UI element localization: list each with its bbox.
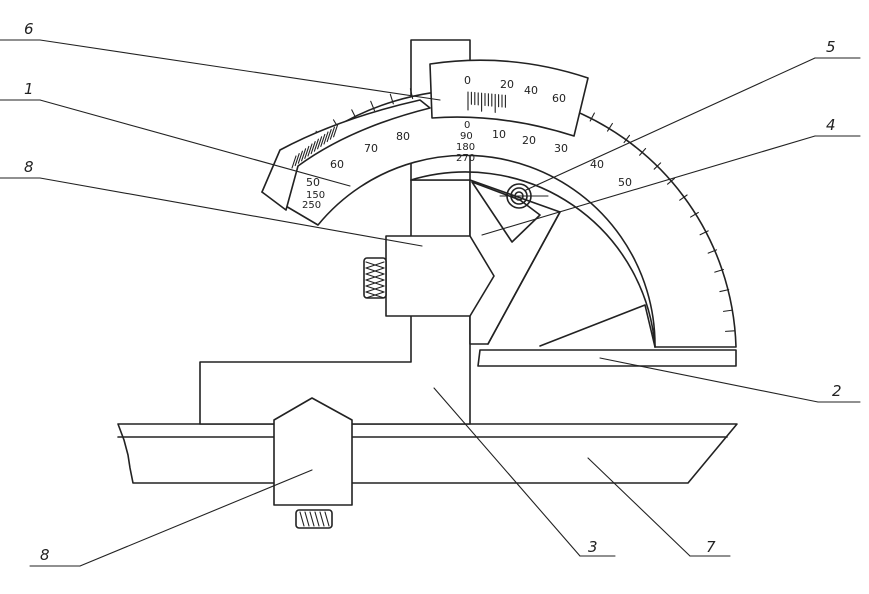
- knurl-line: [365, 273, 385, 281]
- label-8-upper: 8: [24, 158, 34, 176]
- center-270: 270: [456, 153, 475, 164]
- left-fine-ticks: [291, 124, 339, 169]
- label-7: 7: [706, 538, 716, 556]
- pivot-screw: [499, 183, 549, 209]
- main-scale-tick: [719, 289, 730, 293]
- fine-tick: [313, 138, 319, 152]
- fine-tick: [310, 141, 316, 155]
- clamp-lower: [273, 397, 353, 529]
- main-scale-tick: [690, 211, 699, 218]
- fine-tick: [326, 129, 332, 143]
- label-6: 6: [24, 20, 34, 38]
- label-3: 3: [588, 538, 598, 556]
- main-scale-numbers: 50 60 70 80 150 250 0 90 180 270 10 20 3…: [302, 120, 632, 211]
- main-scale-tick: [653, 162, 662, 170]
- blade: [477, 304, 737, 367]
- fine-tick: [304, 145, 310, 159]
- vernier-mark-40: 40: [524, 84, 538, 97]
- vernier-ticks: [467, 91, 506, 113]
- main-scale-tick: [722, 309, 733, 312]
- center-0: 0: [464, 120, 470, 131]
- knurl-line: [309, 511, 315, 527]
- fine-tick: [294, 153, 300, 167]
- main-scale-tick: [606, 122, 613, 132]
- label-8-lower: 8: [40, 546, 50, 564]
- main-mark-150: 150: [306, 190, 325, 201]
- main-scale-tick: [699, 230, 709, 236]
- fine-tick: [320, 133, 326, 147]
- main-mark-60: 60: [330, 158, 344, 171]
- fine-tick: [323, 131, 329, 145]
- main-scale-tick: [724, 330, 736, 332]
- right-mark-20: 20: [522, 134, 536, 147]
- label-5: 5: [826, 38, 836, 56]
- fine-tick: [333, 124, 339, 138]
- center-180: 180: [456, 142, 475, 153]
- center-90: 90: [460, 131, 473, 142]
- fine-tick: [301, 148, 307, 162]
- main-scale-tick: [679, 194, 688, 201]
- label-4: 4: [826, 116, 836, 134]
- fine-tick: [317, 136, 323, 150]
- fine-tick: [297, 150, 303, 164]
- main-scale-tick: [589, 112, 595, 122]
- knurl-line: [365, 279, 385, 287]
- part-labels: 6 1 8 5 4 2 7 3 8: [24, 20, 842, 564]
- base-ruler: [117, 423, 738, 484]
- main-mark-250: 250: [302, 200, 321, 211]
- fine-tick: [329, 126, 335, 140]
- fine-tick: [307, 143, 313, 157]
- label-1: 1: [24, 80, 34, 98]
- knurl-line: [365, 267, 385, 275]
- main-mark-50: 50: [306, 176, 320, 189]
- left-scale-window: [261, 99, 431, 211]
- leader-lines: [0, 39, 861, 567]
- knurl-line: [365, 291, 385, 299]
- main-scale-tick: [370, 100, 376, 112]
- vernier-numbers: 0 20 40 60: [464, 74, 566, 105]
- main-scale-tick: [389, 93, 394, 105]
- fine-tick: [291, 155, 297, 169]
- vernier-mark-20: 20: [500, 78, 514, 91]
- main-scale-tick: [707, 249, 718, 254]
- main-scale-tick: [666, 177, 676, 185]
- vernier-mark-60: 60: [552, 92, 566, 105]
- right-mark-40: 40: [590, 158, 604, 171]
- knurl-line: [324, 511, 330, 527]
- right-mark-30: 30: [554, 142, 568, 155]
- main-scale-tick: [714, 268, 724, 273]
- vernier-plate: [429, 59, 589, 137]
- main-scale-tick: [639, 147, 647, 156]
- label-2: 2: [832, 382, 842, 400]
- right-mark-50: 50: [618, 176, 632, 189]
- knurl-line: [314, 511, 320, 527]
- vernier-mark-0: 0: [464, 74, 471, 87]
- knurl-line: [304, 511, 310, 527]
- right-mark-10: 10: [492, 128, 506, 141]
- main-scale-tick: [623, 134, 631, 144]
- knurl-line: [299, 511, 305, 527]
- clamp-upper: [363, 235, 495, 317]
- knurl-line: [319, 511, 325, 527]
- main-mark-80: 80: [396, 130, 410, 143]
- knurl-line: [365, 285, 385, 293]
- knurl-line: [365, 261, 385, 269]
- main-scale-tick: [409, 88, 414, 100]
- main-mark-70: 70: [364, 142, 378, 155]
